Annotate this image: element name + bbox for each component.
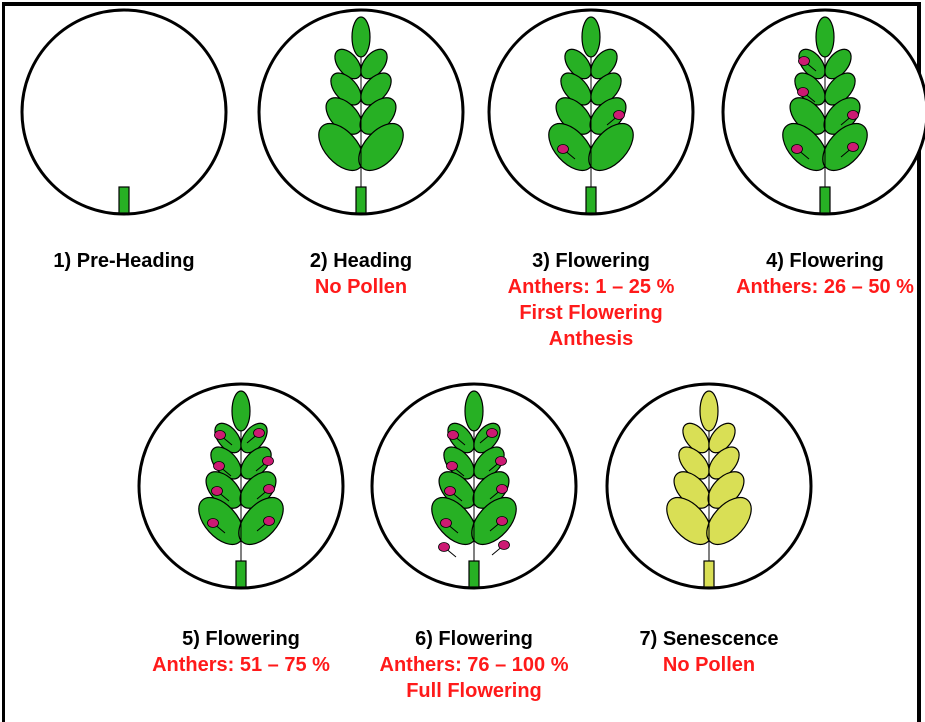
- stage-title: 7) Senescence: [594, 626, 824, 652]
- anther: [497, 517, 508, 526]
- stage-detail: No Pollen: [246, 274, 476, 300]
- spikelet-leaf: [816, 17, 834, 57]
- spikelet-leaf: [352, 17, 370, 57]
- anther: [496, 457, 507, 466]
- stem: [236, 561, 246, 587]
- anther: [263, 457, 274, 466]
- stage-2-illustration: [259, 10, 463, 214]
- stage-title: 1) Pre-Heading: [9, 248, 239, 274]
- stem: [820, 187, 830, 213]
- stage-detail: No Pollen: [594, 652, 824, 678]
- stem: [586, 187, 596, 213]
- anther: [264, 485, 275, 494]
- stage-detail: Anthers: 1 – 25 %: [476, 274, 706, 300]
- spikelet-leaf: [700, 391, 718, 431]
- stage-title: 3) Flowering: [476, 248, 706, 274]
- anther: [441, 519, 452, 528]
- stage-title: 2) Heading: [246, 248, 476, 274]
- spikelet-leaf: [232, 391, 250, 431]
- stage-1-illustration: [22, 10, 226, 214]
- anther: [497, 485, 508, 494]
- stage-title: 6) Flowering: [359, 626, 589, 652]
- stage-detail: Anthers: 26 – 50 %: [710, 274, 925, 300]
- anther: [439, 543, 450, 552]
- stage-4-illustration: [723, 10, 925, 214]
- anther: [792, 145, 803, 154]
- stem: [119, 187, 129, 213]
- stage-detail: Anthers: 76 – 100 %: [359, 652, 589, 678]
- stage-detail: Full Flowering: [359, 678, 589, 704]
- anther: [798, 88, 809, 97]
- anther: [445, 487, 456, 496]
- stage-6-illustration: [372, 384, 576, 588]
- stage-detail: Anthesis: [476, 326, 706, 352]
- anther: [212, 487, 223, 496]
- stage-title: 5) Flowering: [126, 626, 356, 652]
- anther: [215, 431, 226, 440]
- anther: [448, 431, 459, 440]
- anther: [214, 462, 225, 471]
- anther: [499, 541, 510, 550]
- stage-7-illustration: [607, 384, 811, 588]
- stage-5-illustration: [139, 384, 343, 588]
- stage-detail: First Flowering: [476, 300, 706, 326]
- stem: [356, 187, 366, 213]
- stem: [469, 561, 479, 587]
- stem: [704, 561, 714, 587]
- stage-title: 4) Flowering: [710, 248, 925, 274]
- spikelet-leaf: [582, 17, 600, 57]
- stage-3-illustration: [489, 10, 693, 214]
- anther: [848, 143, 859, 152]
- anther: [558, 145, 569, 154]
- anther: [614, 111, 625, 120]
- stage-1-label: 1) Pre-Heading: [9, 248, 239, 274]
- stage-circle: [22, 10, 226, 214]
- stage-detail: Anthers: 51 – 75 %: [126, 652, 356, 678]
- spikelet-leaf: [465, 391, 483, 431]
- anther: [208, 519, 219, 528]
- anther: [264, 517, 275, 526]
- anther: [254, 429, 265, 438]
- anther: [799, 57, 810, 66]
- anther: [848, 111, 859, 120]
- anther: [447, 462, 458, 471]
- anther: [487, 429, 498, 438]
